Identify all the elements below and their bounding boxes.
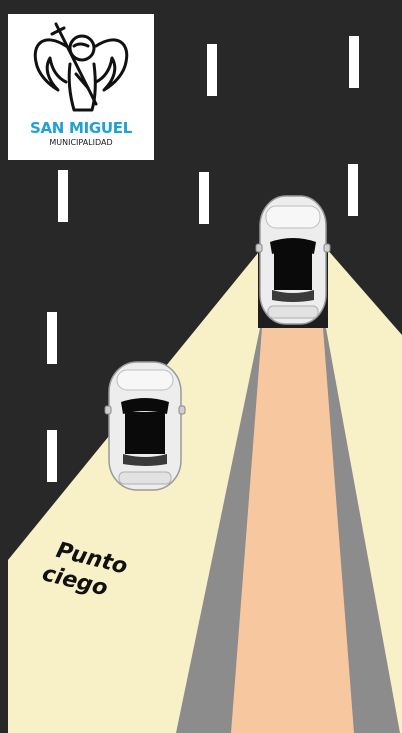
- municipality-logo: SAN MIGUEL MUNICIPALIDAD: [8, 14, 154, 160]
- driver-car: [256, 196, 330, 324]
- logo-name: SAN MIGUEL: [8, 119, 154, 137]
- lane-dash: [58, 170, 68, 222]
- blind-spot-car: [105, 362, 185, 490]
- lane-dash: [47, 430, 57, 482]
- angel-emblem-icon: [22, 18, 140, 126]
- logo-subtitle: MUNICIPALIDAD: [8, 138, 154, 147]
- lane-dash: [47, 312, 57, 364]
- lane-dash: [199, 172, 209, 224]
- lane-dash: [207, 44, 217, 96]
- lane-dash: [348, 164, 358, 216]
- lane-dash: [349, 36, 359, 88]
